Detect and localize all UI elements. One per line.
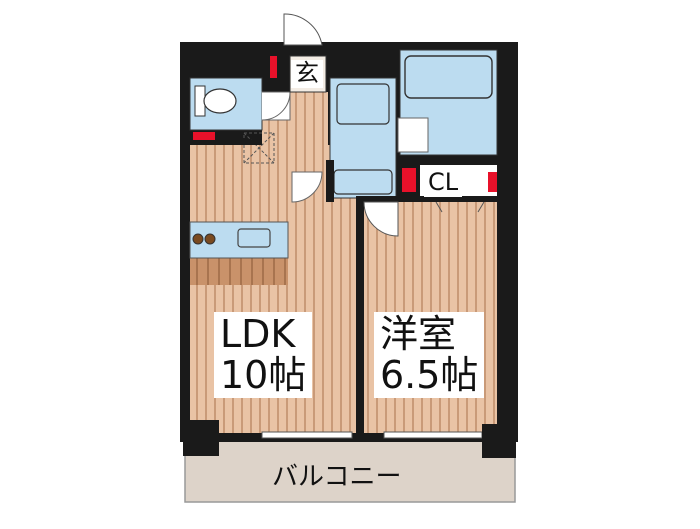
wall-western-top — [356, 196, 498, 202]
storage-box — [243, 132, 275, 164]
western-door[interactable] — [363, 201, 399, 237]
wall-ldk-top — [190, 140, 262, 145]
pillar-bottom-right — [482, 424, 516, 458]
western-window[interactable] — [383, 431, 483, 439]
bathroom-door — [397, 117, 429, 153]
closet-pillar-right — [488, 172, 497, 192]
closet-door-left — [435, 201, 443, 213]
pillar-bottom-left — [183, 420, 219, 456]
ldk-label: LDK 10帖 — [214, 312, 313, 399]
wall-hall-bath — [326, 160, 334, 202]
western-size: 6.5帖 — [380, 353, 479, 398]
washbasin — [336, 83, 390, 125]
ldk-name: LDK — [220, 312, 296, 356]
western-name: 洋室 — [380, 312, 457, 356]
balcony-label: バルコニー — [272, 462, 402, 492]
closet-label: CL — [424, 169, 463, 197]
washroom-door — [291, 171, 323, 203]
wall-ldk-western — [356, 200, 364, 438]
bathtub — [404, 55, 493, 99]
stove-burner-right — [204, 233, 216, 245]
balcony-area — [184, 439, 516, 503]
toilet-door-swing — [261, 91, 291, 121]
entrance-pillar — [270, 56, 277, 78]
kitchen-counter — [190, 258, 288, 285]
pillar-toilet — [193, 132, 215, 142]
entrance-door[interactable] — [283, 13, 323, 46]
washing-machine-pan — [333, 169, 393, 195]
western-label: 洋室 6.5帖 — [374, 312, 485, 399]
kitchen-sink — [237, 228, 271, 248]
stove-burner-left — [192, 233, 204, 245]
ldk-size: 10帖 — [220, 353, 307, 398]
ldk-window[interactable] — [261, 431, 353, 439]
toilet-bowl — [203, 88, 237, 114]
closet-door-right — [477, 201, 485, 213]
entrance-label: 玄 — [291, 60, 323, 88]
closet-pillar-left — [402, 168, 416, 192]
